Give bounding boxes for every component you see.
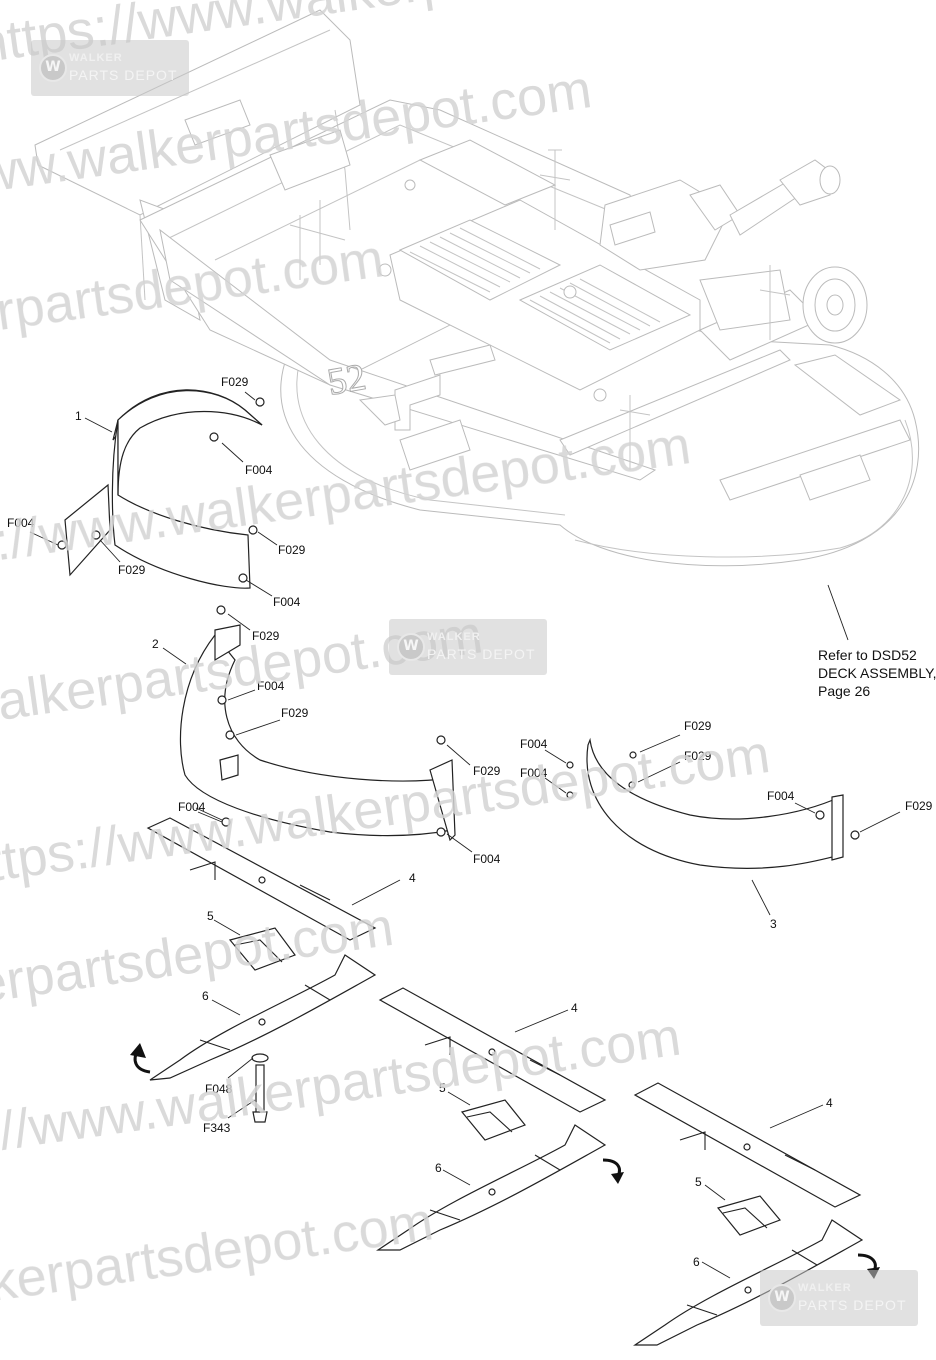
callout-item-1: 1: [75, 409, 82, 423]
walker-w-logo-icon: W: [768, 1284, 796, 1312]
arrow-head-icon: [130, 1043, 146, 1058]
callout-f004: F004: [7, 516, 35, 530]
badge-line2: PARTS DEPOT: [798, 1297, 907, 1313]
blade-set-middle-leaders: [442, 1009, 569, 1186]
callout-item-5: 5: [439, 1081, 446, 1095]
watermark-badge: W WALKER PARTS DEPOT: [31, 40, 189, 96]
part-3-baffle: [566, 737, 860, 869]
callout-item-2: 2: [152, 637, 159, 651]
callout-item-4: 4: [826, 1096, 833, 1110]
deck-assembly-ghost: 52: [34, 9, 920, 567]
badge-line2: PARTS DEPOT: [427, 646, 536, 662]
blade-set-left: [146, 817, 377, 1123]
callout-item-4: 4: [571, 1001, 578, 1015]
callout-f029: F029: [118, 563, 146, 577]
callout-f004: F004: [767, 789, 795, 803]
callout-f004: F004: [520, 766, 548, 780]
walker-w-logo-icon: W: [39, 54, 67, 82]
callout-f048: F048: [205, 1082, 233, 1096]
deck-reference-note: Refer to DSD52 DECK ASSEMBLY, Page 26: [818, 646, 936, 700]
part-2-baffle: [179, 605, 456, 842]
badge-line2: PARTS DEPOT: [69, 67, 178, 83]
arrow-head-icon: [611, 1172, 624, 1184]
deck-size-number: 52: [324, 356, 369, 404]
callout-f029: F029: [684, 749, 712, 763]
callout-f029: F029: [221, 375, 249, 389]
callout-f004: F004: [178, 800, 206, 814]
part-1-baffle: [57, 389, 265, 589]
blade-set-right: [633, 1082, 864, 1346]
badge-line1: WALKER: [69, 52, 123, 64]
callout-f004: F004: [245, 463, 273, 477]
part-1-leaders: [29, 391, 278, 597]
part-3-leaders: [544, 734, 901, 916]
callout-f004: F004: [473, 852, 501, 866]
callout-item-3: 3: [770, 917, 777, 931]
part-2-leaders: [162, 613, 473, 853]
callout-item-5: 5: [207, 909, 214, 923]
callout-f029: F029: [684, 719, 712, 733]
reference-leader-line: [827, 584, 849, 641]
blade-set-left-leaders: [195, 807, 401, 1119]
watermark-badge: W WALKER PARTS DEPOT: [389, 619, 547, 675]
callout-item-6: 6: [202, 989, 209, 1003]
callout-item-6: 6: [693, 1255, 700, 1269]
badge-line1: WALKER: [427, 631, 481, 643]
callout-f029: F029: [278, 543, 306, 557]
watermark-badge: W WALKER PARTS DEPOT: [760, 1270, 918, 1326]
callout-item-5: 5: [695, 1175, 702, 1189]
walker-w-logo-icon: W: [397, 633, 425, 661]
callout-f004: F004: [520, 737, 548, 751]
blade-set-middle: [376, 987, 607, 1251]
watermark-text: https://www.walkerpartsdepot.com: [0, 1191, 437, 1360]
badge-line1: WALKER: [798, 1282, 852, 1294]
callout-f029: F029: [252, 629, 280, 643]
callout-f343: F343: [203, 1121, 231, 1135]
callout-item-6: 6: [435, 1161, 442, 1175]
callout-f029: F029: [905, 799, 933, 813]
callout-f029: F029: [473, 764, 501, 778]
callout-item-4: 4: [409, 871, 416, 885]
callout-f004: F004: [257, 679, 285, 693]
reference-note-line: Page 26: [818, 683, 871, 699]
reference-note-line: Refer to DSD52: [818, 647, 917, 663]
blade-set-right-leaders: [701, 1104, 824, 1279]
callout-f004: F004: [273, 595, 301, 609]
reference-note-line: DECK ASSEMBLY,: [818, 665, 936, 681]
callout-f029: F029: [281, 706, 309, 720]
